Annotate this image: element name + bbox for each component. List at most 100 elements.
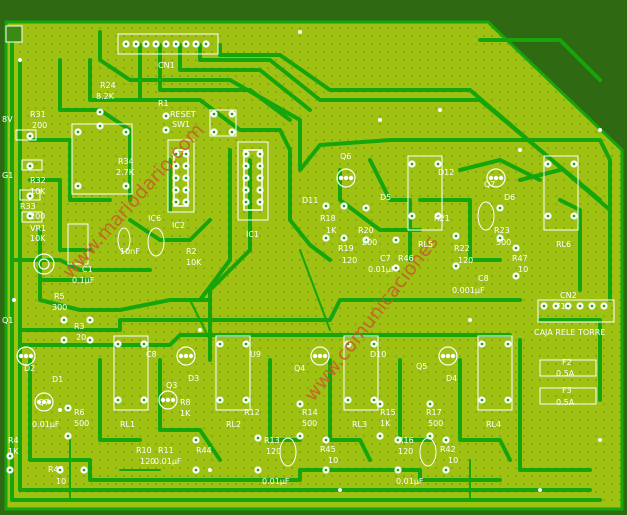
label-r15-value: 1K <box>380 419 391 428</box>
label-r2-value: 10K <box>186 258 202 267</box>
label-r16: R16 <box>398 436 414 445</box>
pad-hole <box>164 114 168 118</box>
label-r45: R45 <box>320 445 336 454</box>
capacitor-outline <box>279 437 297 467</box>
capacitor-outline <box>147 227 165 257</box>
pad-hole <box>298 434 302 438</box>
via <box>208 468 212 472</box>
pad-hole <box>244 200 248 204</box>
label-r20: R20 <box>358 226 374 235</box>
pad-hole <box>506 342 510 346</box>
label-r46: R46 <box>398 254 414 263</box>
via <box>468 318 472 322</box>
label-q4: Q4 <box>294 364 306 373</box>
transistor-pin <box>317 353 323 359</box>
label-r14-value: 500 <box>302 419 318 428</box>
label-d10: D10 <box>370 350 387 359</box>
capacitor-outline <box>117 227 131 253</box>
label-f1: F1 <box>556 302 566 311</box>
label-c10: 10nF <box>120 247 140 256</box>
pad-hole <box>256 436 260 440</box>
pad-hole <box>88 338 92 342</box>
trace <box>98 30 612 302</box>
transistor-outline <box>176 346 196 366</box>
component-outline <box>15 129 37 141</box>
label-r15: R15 <box>380 408 396 417</box>
label-r32-value: 10K <box>30 187 46 196</box>
pad-hole <box>212 112 216 116</box>
trace <box>299 249 331 331</box>
label-r11: R11 <box>158 446 174 455</box>
trace <box>268 358 302 442</box>
pad-hole <box>8 468 12 472</box>
trace <box>458 158 542 182</box>
label-r18: R18 <box>320 214 336 223</box>
trace <box>208 158 252 362</box>
trace <box>10 38 602 502</box>
label-rl3: RL3 <box>352 420 368 429</box>
trace <box>178 43 312 112</box>
label-q6: Q6 <box>340 152 352 161</box>
transistor-pin <box>18 353 24 359</box>
pad-hole <box>88 318 92 322</box>
label-r24: R24 <box>100 81 116 90</box>
label-r19: R19 <box>338 244 354 253</box>
pad-hole <box>98 124 102 128</box>
label-r4: R4 <box>8 436 19 445</box>
label-r17-value: 500 <box>428 419 444 428</box>
component-outline <box>543 155 579 231</box>
trace <box>18 58 592 492</box>
transistor-pin <box>445 353 451 359</box>
label-d1: D1 <box>52 375 64 384</box>
pad-hole <box>76 130 80 134</box>
via <box>298 30 302 34</box>
pad-hole <box>164 42 168 46</box>
label-r45-value: 10 <box>328 456 339 465</box>
pad-hole <box>184 200 188 204</box>
transistor-pin <box>312 353 318 359</box>
trace <box>88 58 152 102</box>
label-reset: RESET <box>170 110 196 119</box>
transistor-pin <box>28 353 34 359</box>
transistor-pin <box>23 353 29 359</box>
label-d3: D3 <box>188 374 200 383</box>
pad-hole <box>258 200 262 204</box>
pad-hole <box>436 214 440 218</box>
label-q1: Q1 <box>2 316 14 325</box>
pad-hole <box>480 342 484 346</box>
pad-hole <box>394 238 398 242</box>
label-f2-value: 0.5A <box>556 369 575 378</box>
via <box>598 438 602 442</box>
pad-hole <box>66 406 70 410</box>
label-r22-value: 120 <box>458 256 474 265</box>
pad-hole <box>76 184 80 188</box>
pad-hole <box>436 162 440 166</box>
label-r22: R22 <box>454 244 470 253</box>
label-r2: R2 <box>186 247 197 256</box>
trace <box>418 198 502 262</box>
label-r16-value: 120 <box>398 447 414 456</box>
label-r8: R8 <box>180 398 191 407</box>
pad-hole <box>134 42 138 46</box>
label-c8b-value: 0.001µF <box>452 286 485 295</box>
pad-hole <box>144 42 148 46</box>
pad-hole <box>98 110 102 114</box>
pad-hole <box>378 402 382 406</box>
label-r18-value: 1K <box>326 226 337 235</box>
pad-hole <box>428 434 432 438</box>
pad-hole <box>164 128 168 132</box>
transistor-pin <box>322 353 328 359</box>
pad-hole <box>572 214 576 218</box>
component-outline <box>537 299 615 323</box>
transistor-pin <box>36 399 42 405</box>
component-outline <box>215 335 251 411</box>
label-r23: R23 <box>494 226 510 235</box>
label-r20-value: 200 <box>362 238 378 247</box>
label-r34-value: 2.7K <box>116 168 134 177</box>
transistor-pin <box>493 175 499 181</box>
pad-hole <box>212 130 216 134</box>
transistor-outline <box>336 168 356 188</box>
component-outline <box>117 33 219 55</box>
